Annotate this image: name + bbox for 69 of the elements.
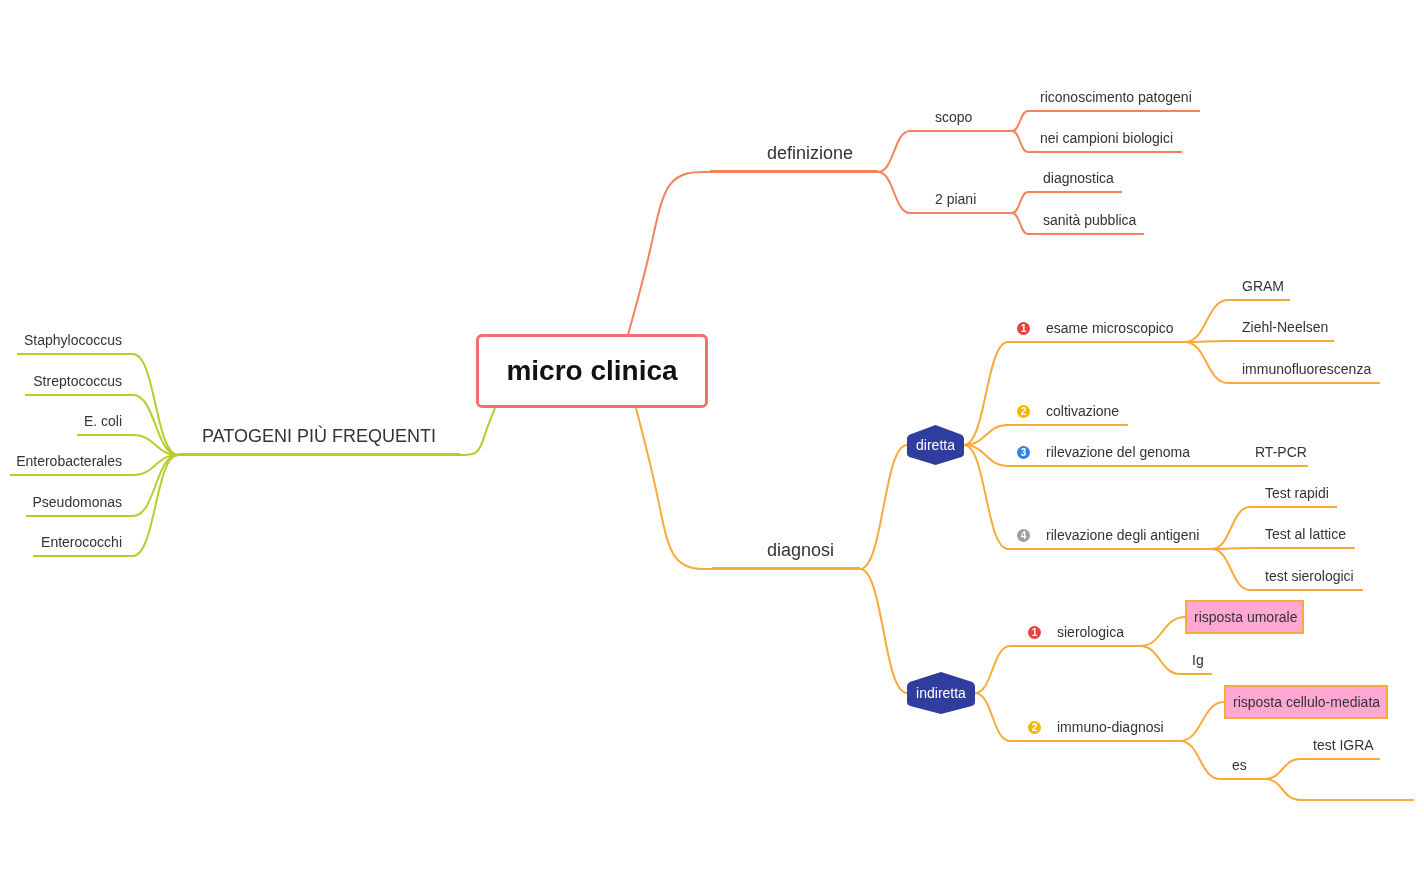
central-topic: micro clinica: [506, 355, 678, 387]
branch-line: [1179, 740, 1221, 780]
topic-label: Ziehl-Neelsen: [1242, 319, 1329, 336]
hexagon-topic: [907, 425, 964, 465]
branch-line: [1264, 778, 1301, 801]
topic-label: rilevazione degli antigeni: [1046, 527, 1200, 544]
branch-line: [859, 444, 908, 570]
branch-line: [132, 454, 179, 557]
topic-label: riconoscimento patogeni: [1040, 89, 1192, 106]
branch-line: [963, 341, 1043, 446]
topic-label: Enterococchi: [41, 534, 122, 551]
topic-label: coltivazione: [1046, 403, 1120, 420]
topic-label: diagnosi: [767, 539, 835, 561]
topic-label: es: [1232, 757, 1247, 774]
branch-line: [627, 171, 711, 336]
topic-label: immunofluorescenza: [1242, 361, 1372, 378]
branch-line: [877, 171, 911, 214]
branch-line: [974, 692, 1054, 742]
topic-label: RT-PCR: [1255, 444, 1307, 461]
branch-line: [1211, 548, 1251, 591]
topic-label: immuno-diagnosi: [1057, 719, 1164, 736]
highlighted-topic: [1185, 600, 1304, 634]
number-badge: 1: [1028, 626, 1041, 639]
number-badge: 3: [1017, 446, 1030, 459]
topic-label: Enterobacterales: [16, 453, 122, 470]
topic-label: sanità pubblica: [1043, 212, 1137, 229]
highlighted-topic: [1224, 685, 1388, 719]
topic-label: Streptococcus: [33, 373, 122, 390]
branch-line: [1195, 465, 1201, 467]
topic-label: diagnostica: [1043, 170, 1114, 187]
number-badge: 2: [1028, 721, 1041, 734]
branch-line: [1011, 212, 1029, 235]
topic-label: definizione: [767, 142, 854, 164]
topic-label: Staphylococcus: [23, 332, 122, 349]
topic-label: Ig: [1192, 652, 1204, 669]
branch-line: [132, 353, 179, 456]
topic-label: diretta: [915, 437, 956, 453]
branch-line: [859, 568, 908, 694]
topic-label: risposta cellulo-mediata: [1233, 694, 1381, 710]
topic: [178, 422, 460, 456]
hexagon-topic: [907, 672, 975, 714]
topic-label: Test rapidi: [1265, 485, 1329, 502]
topic-label: GRAM: [1242, 278, 1284, 295]
topic-label: indiretta: [915, 685, 967, 701]
topic-label: test IGRA: [1313, 737, 1374, 754]
number-badge: 2: [1017, 405, 1030, 418]
topic-label: E. coli: [83, 413, 122, 430]
branch-line: [635, 407, 713, 570]
topic-label: Test al lattice: [1265, 526, 1346, 543]
number-badge: 1: [1017, 322, 1030, 335]
topic-label: rilevazione del genoma: [1046, 444, 1190, 461]
topic-label: risposta umorale: [1194, 609, 1298, 625]
branch-line: [1184, 341, 1229, 384]
branch-line: [1011, 130, 1029, 153]
topic-label: Pseudomonas: [32, 494, 122, 511]
topic-label: scopo: [935, 109, 973, 126]
branch-line: [1011, 191, 1029, 214]
topic-label: sierologica: [1057, 624, 1124, 641]
branch-line: [1011, 110, 1029, 132]
topic-label: esame microscopico: [1046, 320, 1174, 337]
topic-label: PATOGENI PIÙ FREQUENTI: [202, 425, 437, 447]
central-topic-box: [476, 334, 708, 408]
topic-label: 2 piani: [935, 191, 977, 208]
branch-line: [459, 407, 496, 456]
number-badge: 4: [1017, 529, 1030, 542]
branch-line: [963, 444, 1043, 550]
topic-label: nei campioni biologici: [1040, 130, 1174, 147]
topic-label: test sierologici: [1265, 568, 1354, 585]
branch-line: [1139, 645, 1181, 675]
